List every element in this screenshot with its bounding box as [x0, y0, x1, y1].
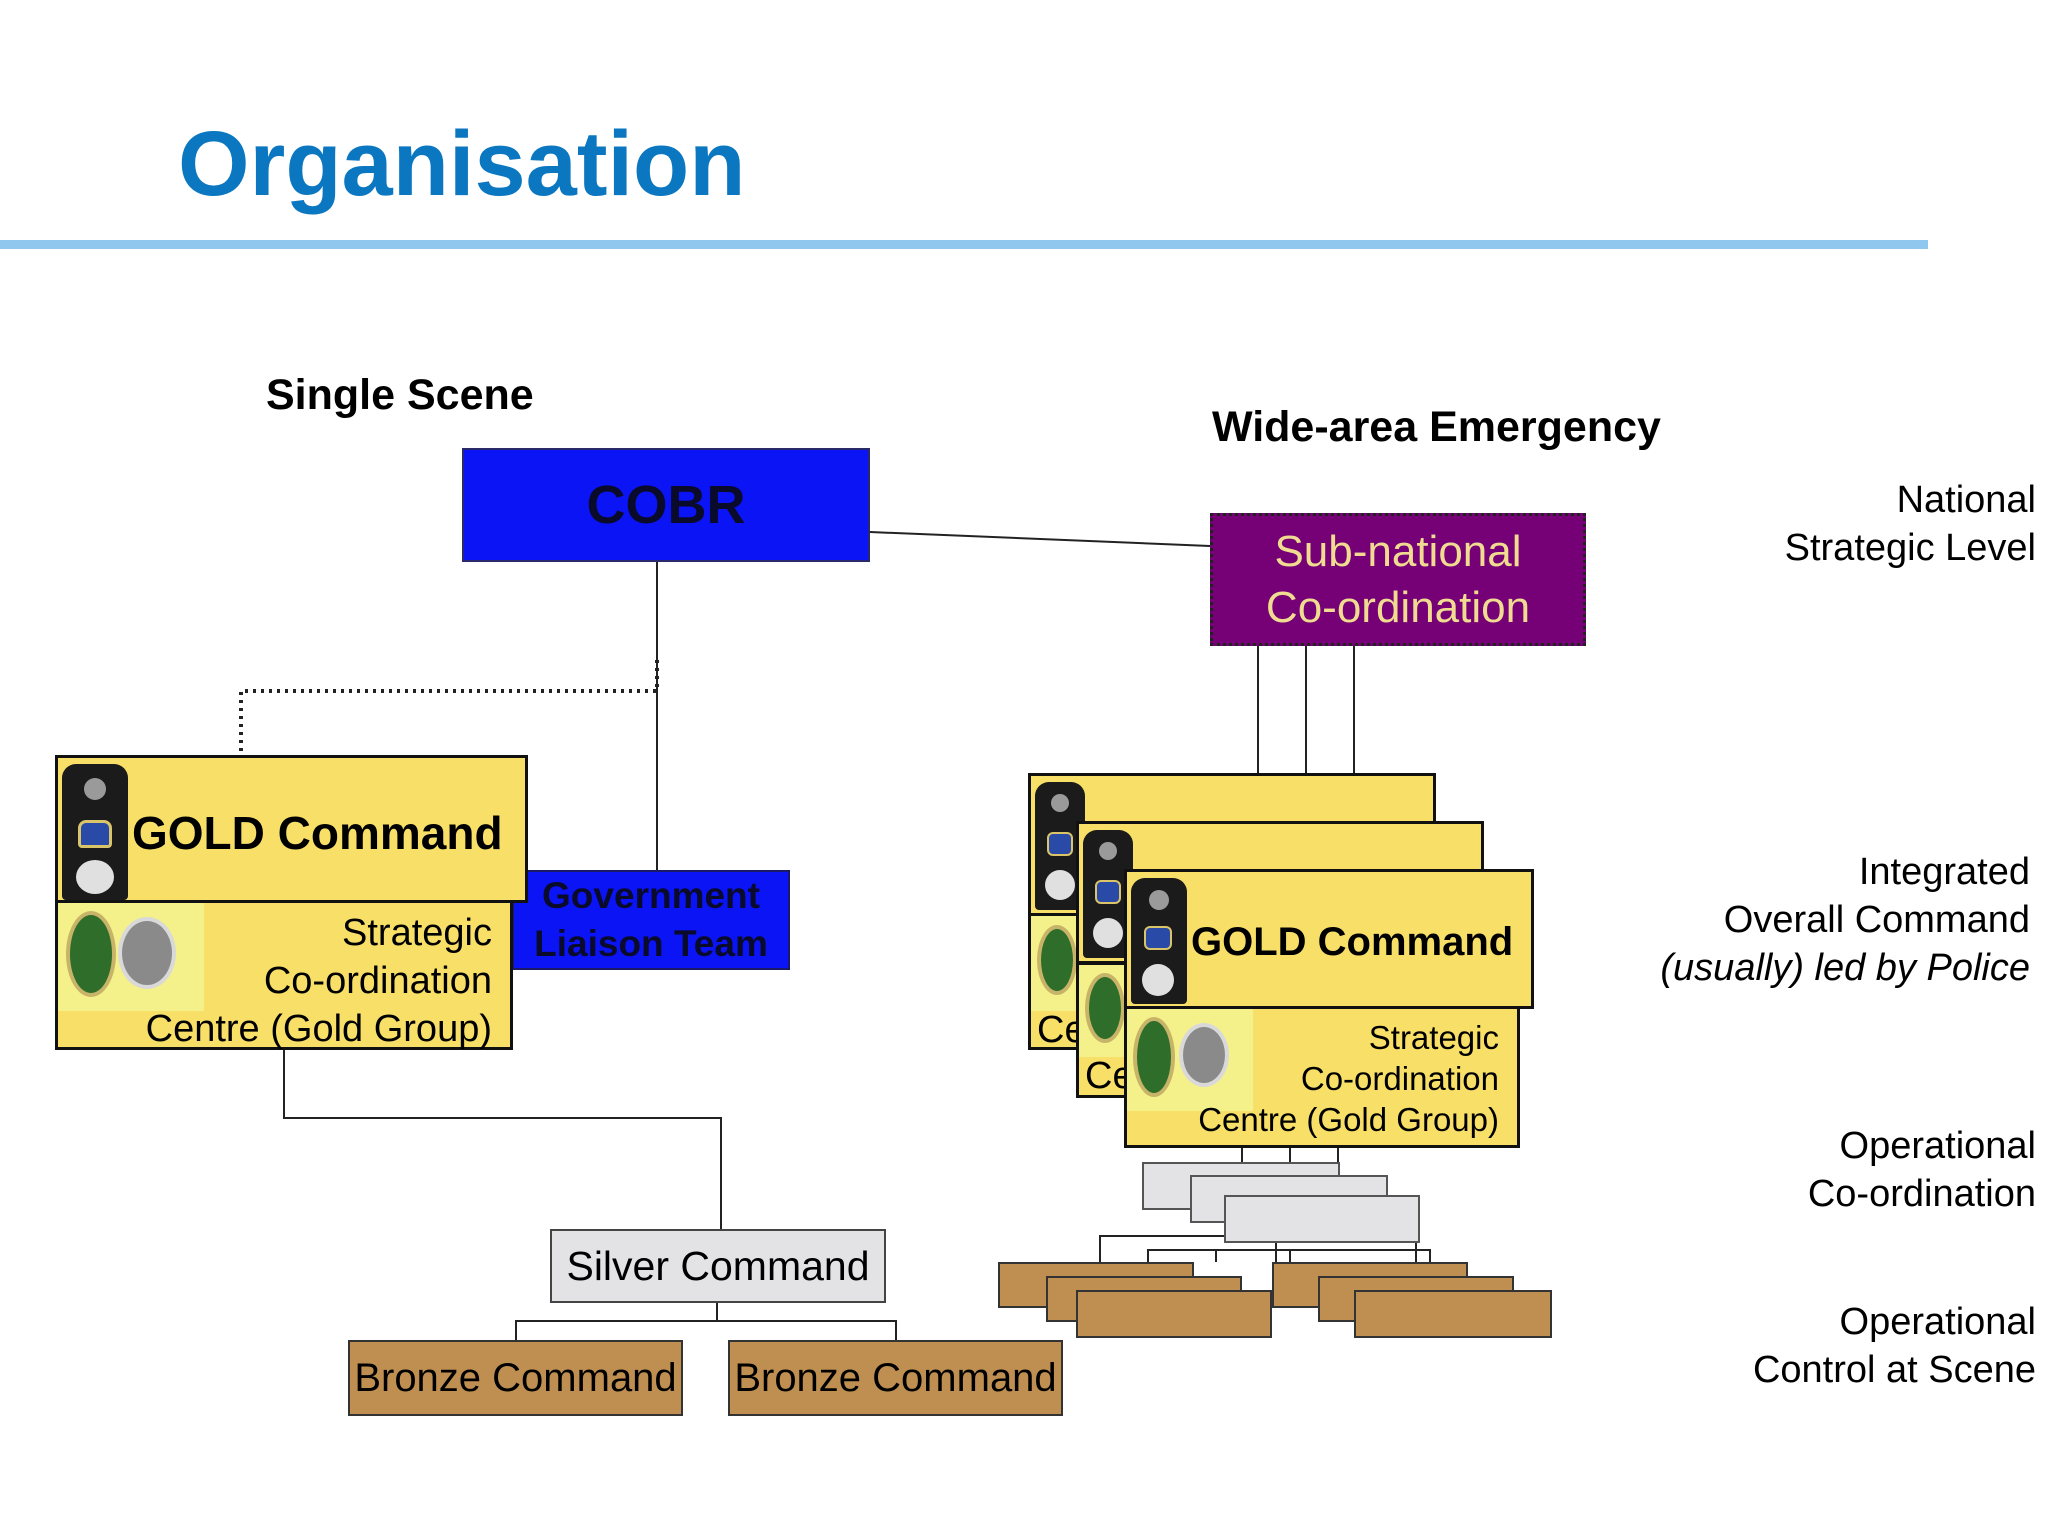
glt-line-2: Liaison Team [534, 923, 768, 964]
gold-stack-front-head: GOLD Command [1124, 869, 1534, 1009]
police-crest-icon [1179, 1023, 1229, 1087]
bronze-command-box-1: Bronze Command [348, 1340, 683, 1416]
level-opcontrol-line-2: Control at Scene [1752, 1349, 2036, 1391]
bronze-command-label-1: Bronze Command [354, 1355, 677, 1400]
subnational-line-2: Co-ordination [1265, 582, 1531, 632]
gold-sub-text: Strategic Co-ordination [264, 909, 492, 1005]
gold-sub-line-2: Co-ordination [263, 960, 492, 1002]
wide-bronze-box-6 [1354, 1290, 1552, 1338]
fire-crest-icon [1133, 1017, 1175, 1097]
level-national-strategic: National Strategic Level [1785, 476, 2036, 572]
gold-sub-line-3: Centre (Gold Group) [145, 1008, 492, 1050]
level-opcontrol-line-1: Operational [1839, 1301, 2036, 1343]
gold-stack-front-body: Strategic Co-ordination Centre (Gold Gro… [1124, 1006, 1520, 1148]
level-national-line-1: National [1896, 479, 2036, 521]
level-integrated-line-2: Overall Command [1723, 899, 2030, 941]
level-national-line-2: Strategic Level [1784, 527, 2036, 569]
silver-command-label: Silver Command [566, 1242, 870, 1289]
title-divider [0, 240, 1928, 249]
police-crest-icon [118, 917, 176, 989]
slide-title: Organisation [178, 113, 746, 215]
epaulette-icon [1131, 878, 1187, 1004]
gold-stack-sub-text: Strategic Co-ordination Centre (Gold Gro… [1198, 1017, 1499, 1140]
level-opcoord-line-1: Operational [1839, 1125, 2036, 1167]
bronze-command-box-2: Bronze Command [728, 1340, 1063, 1416]
level-opcoord-line-2: Co-ordination [1807, 1173, 2036, 1215]
gold-sub-line-1: Strategic [342, 912, 492, 954]
gold-group-centre-box: Strategic Co-ordination Centre (Gold Gro… [55, 900, 513, 1050]
level-integrated-line-3: (usually) led by Police [1660, 947, 2030, 989]
fire-crest-icon [1085, 973, 1125, 1043]
wide-area-heading: Wide-area Emergency [1212, 403, 1661, 451]
wide-bronze-box-3 [1076, 1290, 1272, 1338]
level-integrated-line-1: Integrated [1858, 851, 2030, 893]
single-scene-heading: Single Scene [266, 371, 534, 419]
fire-crest-icon [1037, 925, 1077, 995]
gold-command-label: GOLD Command [132, 807, 503, 859]
gold-command-box: GOLD Command [55, 755, 528, 903]
gold-stack-command-label: GOLD Command [1191, 920, 1514, 964]
level-operational-coordination: Operational Co-ordination [1808, 1122, 2036, 1218]
crest-strip [58, 903, 204, 1011]
gold-stack-sub-line-2: Co-ordination [1300, 1060, 1499, 1097]
wide-silver-box-3 [1224, 1195, 1420, 1243]
gold-stack-sub-line-1: Strategic [1368, 1019, 1499, 1056]
bronze-command-label-2: Bronze Command [734, 1355, 1057, 1400]
cobr-label: COBR [586, 475, 746, 535]
epaulette-icon [62, 764, 128, 900]
level-integrated-command: Integrated Overall Command (usually) led… [1660, 848, 2030, 992]
silver-command-box: Silver Command [550, 1229, 886, 1303]
fire-crest-icon [66, 911, 116, 997]
gold-stack-sub-line-3: Centre (Gold Group) [1198, 1101, 1499, 1138]
crest-strip-front [1127, 1009, 1253, 1111]
government-liaison-team-box: Government Liaison Team [512, 870, 790, 970]
subnational-line-1: Sub-national [1274, 526, 1522, 576]
glt-line-1: Government [542, 875, 760, 916]
subnational-coordination-box: Sub-national Co-ordination [1210, 513, 1586, 646]
level-operational-control: Operational Control at Scene [1753, 1298, 2036, 1394]
cobr-box: COBR [462, 448, 870, 562]
